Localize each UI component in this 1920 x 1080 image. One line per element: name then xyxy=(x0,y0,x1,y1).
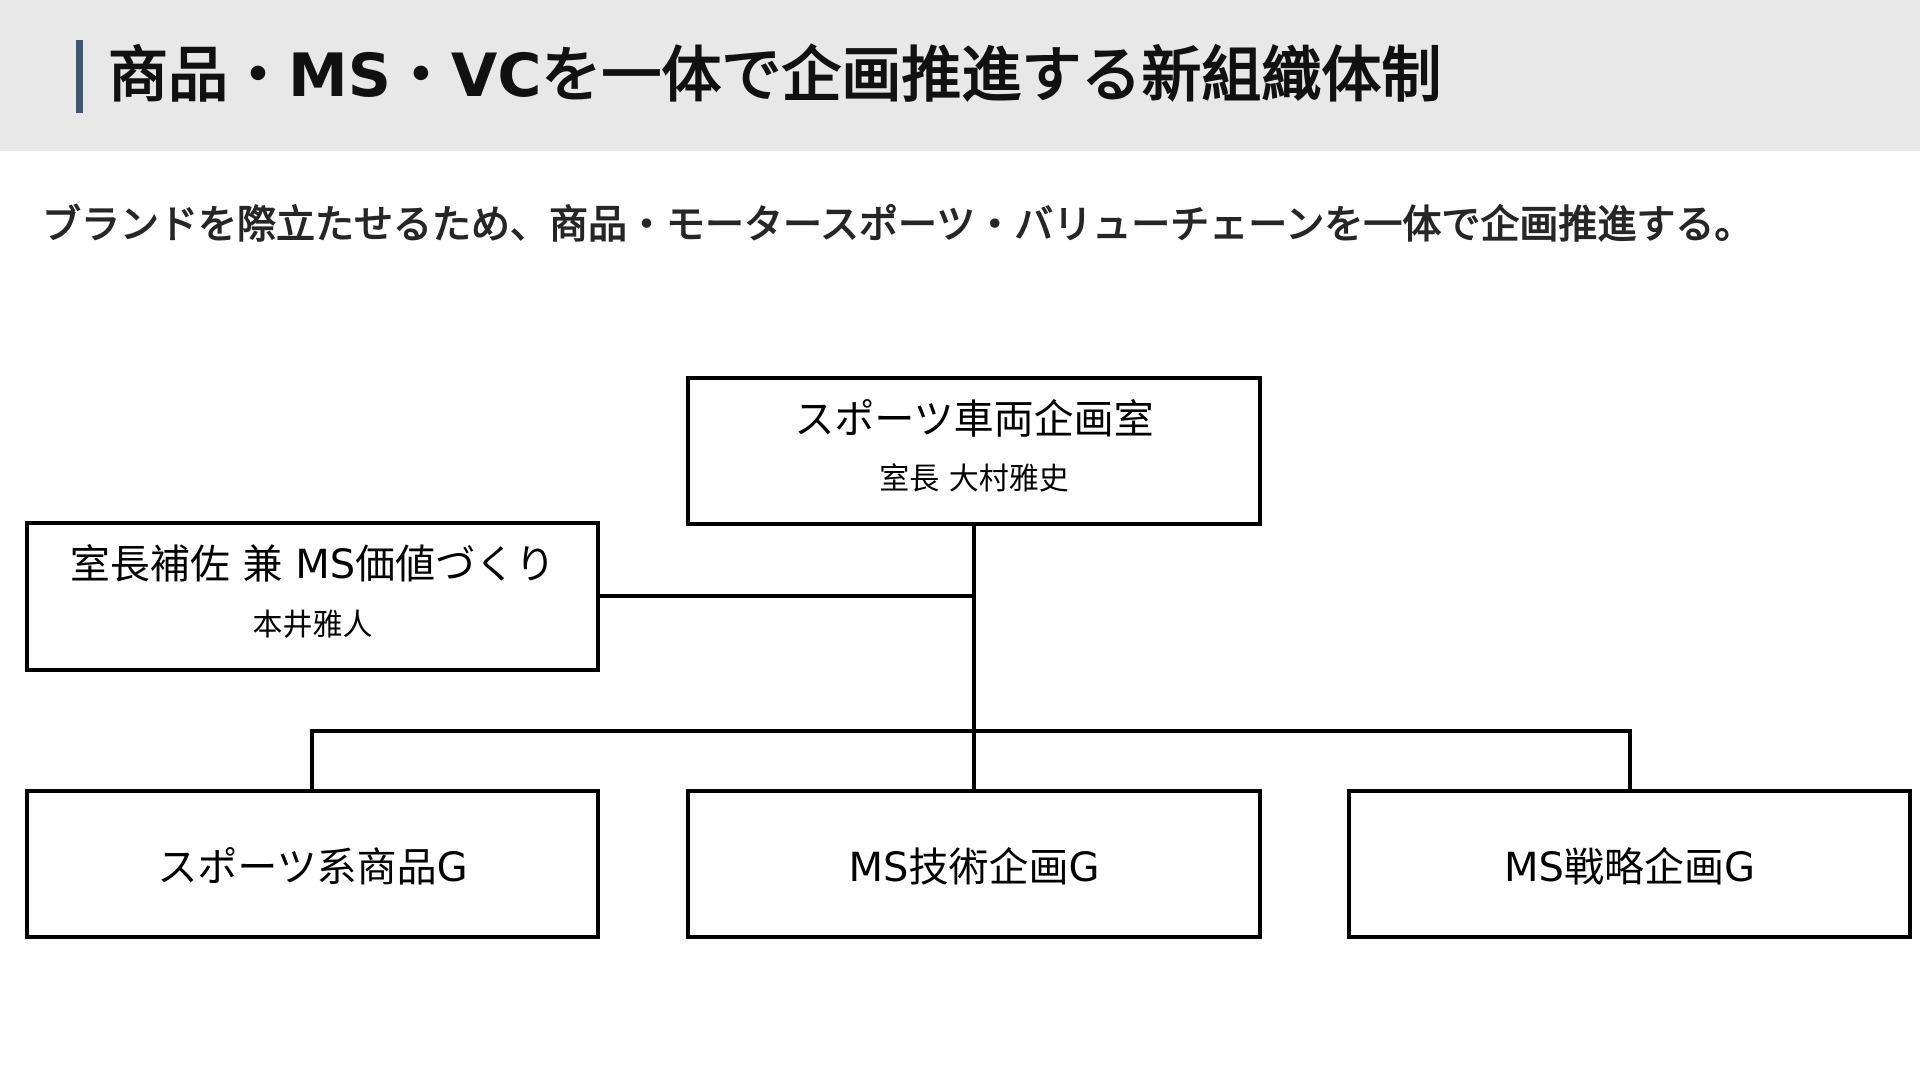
group-title: MS戦略企画G xyxy=(1504,845,1755,891)
org-box-group-ms-strategy-planning: MS戦略企画G xyxy=(1347,789,1912,939)
group-title: スポーツ系商品G xyxy=(157,845,468,891)
subtitle: ブランドを際立たせるため、商品・モータースポーツ・バリューチェーンを一体で企画推… xyxy=(42,203,1754,248)
org-box-head: スポーツ車両企画室 室長 大村雅史 xyxy=(686,376,1262,526)
head-unit-person: 室長 大村雅史 xyxy=(879,462,1069,497)
assistant-person: 本井雅人 xyxy=(252,608,373,643)
org-box-group-sports-products: スポーツ系商品G xyxy=(25,789,600,939)
assistant-role-title: 室長補佐 兼 MS価値づくり xyxy=(69,542,556,588)
org-box-assistant: 室長補佐 兼 MS価値づくり 本井雅人 xyxy=(25,521,600,672)
title-accent-bar xyxy=(76,40,83,113)
group-title: MS技術企画G xyxy=(848,845,1100,891)
org-box-group-ms-technical-planning: MS技術企画G xyxy=(686,789,1262,939)
head-unit-title: スポーツ車両企画室 xyxy=(794,397,1154,443)
header-band xyxy=(0,0,1920,151)
page-title: 商品・MS・VCを一体で企画推進する新組織体制 xyxy=(108,41,1442,111)
